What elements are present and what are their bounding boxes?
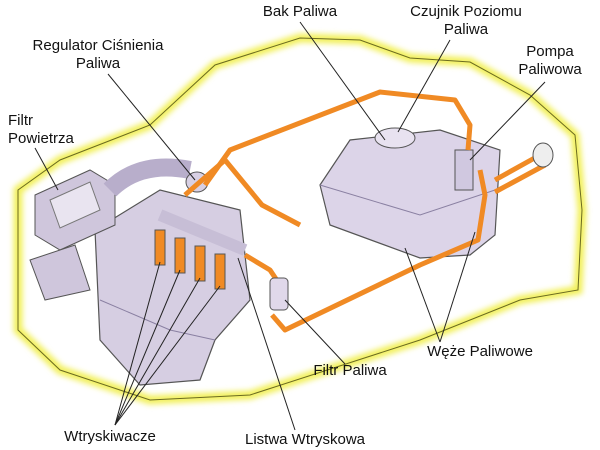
label-pressure-regulator-line1: Regulator Ciśnienia bbox=[32, 37, 164, 54]
label-fuel-rail: Listwa Wtryskowa bbox=[244, 431, 366, 448]
label-level-sensor: Czujnik Poziomu Paliwa bbox=[396, 3, 536, 39]
intake-pipe bbox=[103, 158, 192, 197]
label-air-filter-line1: Filtr bbox=[8, 112, 33, 129]
label-level-sensor-line2: Paliwa bbox=[443, 21, 489, 38]
label-fuel-filter: Filtr Paliwa bbox=[313, 362, 387, 379]
label-fuel-tank: Bak Paliwa bbox=[262, 3, 338, 20]
leader-lines bbox=[34, 21, 546, 431]
label-fuel-hoses: Węże Paliwowe bbox=[427, 343, 533, 360]
label-air-filter-line2: Powietrza bbox=[8, 130, 74, 147]
label-pressure-regulator: Regulator Ciśnienia Paliwa bbox=[18, 37, 178, 73]
filler-neck bbox=[493, 152, 547, 195]
injectors bbox=[154, 229, 226, 290]
fuel-pump bbox=[454, 149, 474, 191]
level-sensor bbox=[374, 127, 416, 149]
label-pressure-regulator-line2: Paliwa bbox=[75, 55, 121, 72]
label-fuel-pump-line1: Pompa bbox=[526, 43, 574, 60]
label-level-sensor-line1: Czujnik Poziomu bbox=[410, 3, 522, 20]
car-outline bbox=[17, 37, 583, 401]
label-fuel-pump: Pompa Paliwowa bbox=[505, 43, 595, 79]
label-fuel-pump-line2: Paliwowa bbox=[518, 61, 582, 78]
label-air-filter: Filtr Powietrza bbox=[8, 112, 74, 148]
fuel-rail bbox=[157, 209, 248, 256]
label-injectors: Wtryskiwacze bbox=[64, 428, 156, 445]
fuel-filter bbox=[269, 277, 289, 311]
